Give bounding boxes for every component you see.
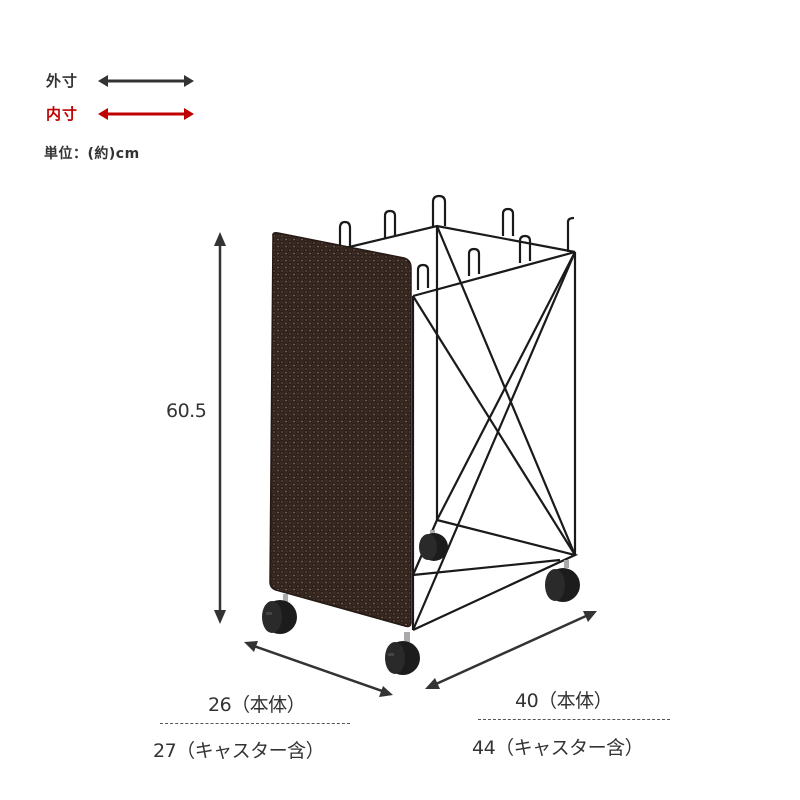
legend-outer-label: 外寸: [46, 72, 79, 90]
width-arrow: [425, 611, 597, 689]
depth-body-label: 26（本体）: [208, 694, 306, 716]
height-label: 60.5: [166, 400, 207, 422]
caster-front-left: [262, 594, 297, 634]
width-body-label: 40（本体）: [515, 690, 613, 712]
caster-back-left: [419, 530, 448, 561]
legend-outer-dimension: 外寸: [46, 70, 194, 91]
legend-inner-label: 内寸: [46, 105, 79, 123]
woven-side-panel: [269, 232, 412, 628]
unit-note: 単位：(約)cm: [44, 146, 140, 162]
depth-caster-label: 27（キャスター含）: [153, 740, 325, 762]
depth-dashed-divider: [160, 723, 350, 724]
caster-back-right: [545, 560, 580, 602]
width-dashed-divider: [478, 719, 670, 720]
double-arrow-dark-icon: [98, 74, 194, 87]
wire-frame: [338, 194, 579, 631]
caster-wheels: [262, 530, 580, 675]
double-arrow-red-icon: [98, 107, 194, 120]
width-caster-label: 44（キャスター含）: [472, 737, 644, 759]
caster-front-right: [385, 632, 420, 675]
depth-arrow: [244, 641, 393, 697]
height-arrow: [214, 232, 226, 624]
legend-inner-dimension: 内寸: [46, 103, 194, 124]
